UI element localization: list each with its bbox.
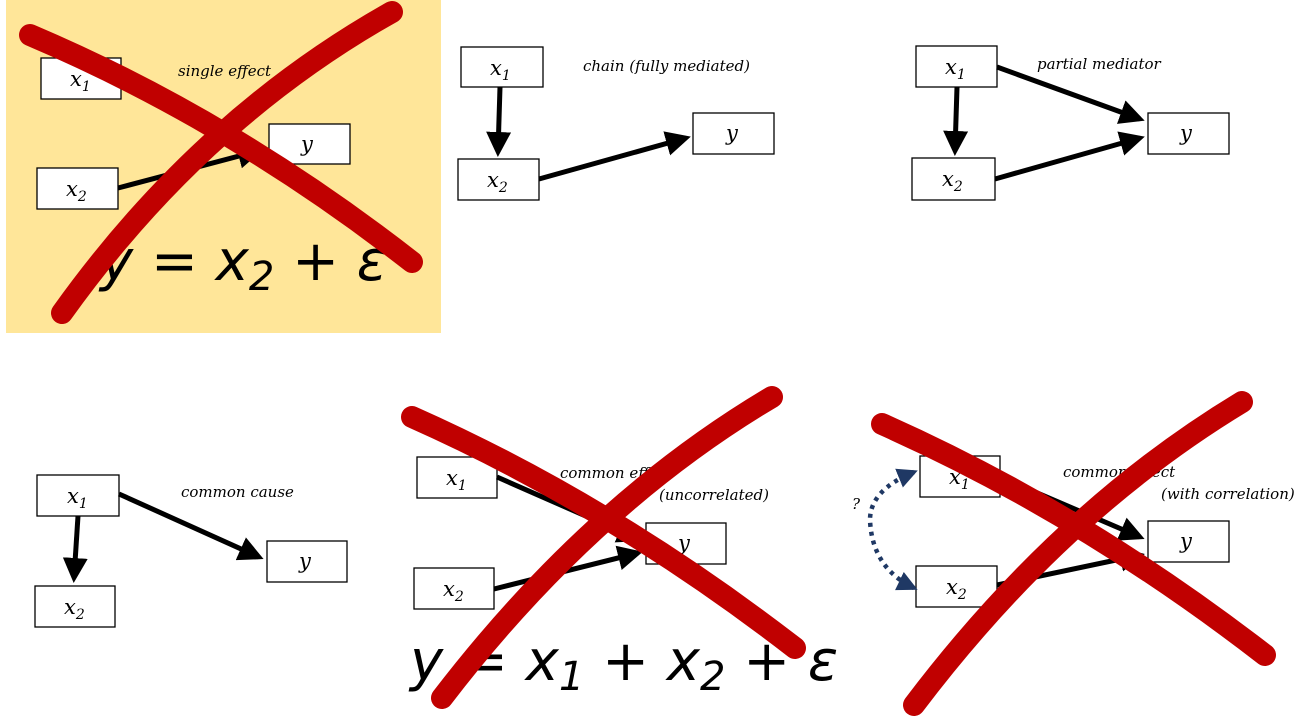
correlation-arrow: [867, 468, 918, 591]
node-x1: x1: [915, 45, 998, 88]
cross-out-mark: [401, 386, 806, 709]
svg-text:y: y: [1179, 529, 1193, 553]
cross-out-mark: [871, 391, 1276, 716]
panel-label-line2: (uncorrelated): [659, 486, 769, 504]
svg-text:x2: x2: [443, 577, 464, 605]
node-y: y: [1147, 112, 1230, 155]
equation: y = x1 + x2 + ε: [408, 629, 838, 700]
panel-label: partial mediator: [1037, 55, 1162, 73]
panel-common-cause: x1 x2 y common cause: [34, 474, 348, 628]
correlation-question-mark: ?: [852, 495, 861, 513]
svg-text:y: y: [677, 531, 691, 555]
node-x2: x2: [915, 565, 998, 608]
arrow-x1-x2: [943, 86, 969, 156]
svg-text:y: y: [725, 121, 739, 145]
node-x1: x1: [416, 456, 498, 499]
svg-text:x1: x1: [945, 55, 966, 83]
svg-text:x2: x2: [64, 595, 85, 623]
panel-common-effect-uncorrelated: x1 x2 y common effect (uncorrelated) y =…: [401, 386, 838, 709]
svg-text:x1: x1: [70, 67, 91, 95]
svg-text:y: y: [298, 549, 312, 573]
panel-label-line2: (with correlation): [1161, 485, 1295, 503]
svg-text:x2: x2: [946, 575, 967, 603]
svg-text:x2: x2: [66, 177, 87, 205]
panel-single-effect: x1 x2 y single effect y = x2 + ε: [6, 0, 441, 333]
arrow-x2-y: [994, 131, 1145, 182]
arrow-x1-y: [117, 491, 264, 561]
panel-partial-mediator: x1 x2 y partial mediator: [911, 45, 1230, 201]
svg-text:y: y: [300, 132, 314, 156]
node-x1: x1: [36, 474, 120, 517]
svg-text:y: y: [1179, 121, 1193, 145]
svg-text:x2: x2: [942, 167, 963, 195]
node-x2: x2: [413, 567, 495, 610]
node-y: y: [266, 540, 348, 583]
node-y: y: [1147, 520, 1230, 563]
svg-text:x2: x2: [487, 168, 508, 196]
svg-text:x1: x1: [490, 56, 511, 84]
panel-label: chain (fully mediated): [583, 57, 750, 75]
panel-label: single effect: [178, 62, 272, 80]
panel-chain: x1 x2 y chain (fully mediated): [457, 46, 775, 201]
arrow-x1-x2: [486, 86, 512, 157]
equation: y = x2 + ε: [98, 229, 387, 300]
node-x2: x2: [457, 158, 540, 201]
svg-text:x1: x1: [446, 466, 467, 494]
panel-common-effect-correlated: x1 x2 y common effect (with correlation)…: [852, 391, 1295, 716]
node-x2: x2: [36, 167, 119, 210]
node-x2: x2: [911, 157, 996, 201]
arrow-x1-x2: [62, 515, 88, 583]
panel-label: common cause: [181, 483, 294, 501]
arrow-x2-y: [538, 131, 691, 182]
svg-text:x1: x1: [67, 484, 88, 512]
cross-out-mark: [19, 1, 423, 324]
node-x2: x2: [34, 585, 116, 628]
node-y: y: [692, 112, 775, 155]
arrow-x1-y: [996, 64, 1145, 124]
node-x1: x1: [460, 46, 544, 88]
